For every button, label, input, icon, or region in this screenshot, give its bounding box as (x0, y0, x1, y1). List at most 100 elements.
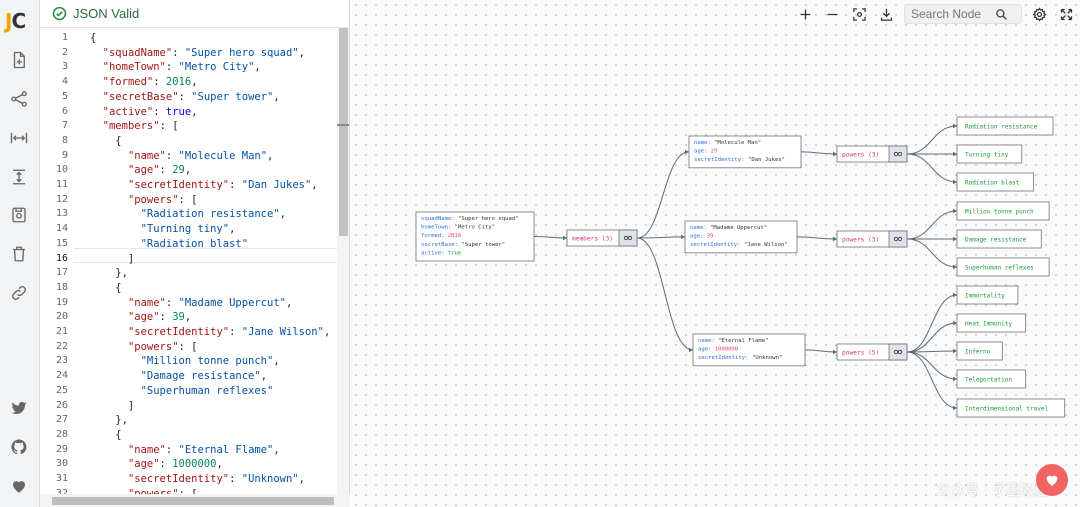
code-token: "secretIdentity" (127, 473, 230, 485)
sidebar: JC (0, 0, 40, 507)
node-key: formed: (421, 233, 445, 239)
leaf-label: Damage resistance (965, 237, 1027, 244)
link-icon (623, 235, 633, 241)
code-token: : (153, 76, 166, 89)
horizontal-scrollbar[interactable] (40, 494, 350, 507)
current-line-highlight (74, 248, 350, 263)
edge-arrow (563, 235, 567, 241)
code-token: "Radiation blast" (140, 237, 249, 250)
sponsor-link[interactable] (8, 475, 30, 497)
graph-view-button[interactable] (8, 88, 30, 110)
member-node: name:"Madame Uppercut"age:39secretIdenti… (684, 220, 798, 254)
line-number: 30 (55, 458, 68, 470)
line-number: 25 (55, 384, 68, 396)
code-token: { (90, 32, 97, 44)
code-token: : (229, 473, 242, 485)
code-line: "secretBase": "Super tower", (90, 90, 280, 105)
code-token (90, 91, 103, 103)
code-line: "homeTown": "Metro City", (90, 60, 261, 75)
edge-arrow (953, 405, 957, 411)
code-line: "powers": [ (90, 487, 198, 494)
center-view-button[interactable] (846, 0, 873, 28)
node-value: "Madame Uppercut" (710, 225, 767, 231)
code-line: "members": [ (90, 119, 179, 134)
node-key: name: (690, 225, 707, 231)
download-button[interactable] (873, 0, 900, 28)
clear-button[interactable] (8, 243, 30, 265)
graph-edge (804, 349, 838, 353)
node-key: secretIdentity: (698, 355, 749, 361)
graph-canvas[interactable]: squadName:"Super hero squad"homeTown:"Me… (351, 0, 1080, 507)
code-line: "powers": [ (90, 340, 198, 355)
power-leaf-node: Interdimensional travel (956, 398, 1066, 418)
new-file-button[interactable] (8, 49, 30, 71)
github-link[interactable] (8, 436, 30, 458)
expand-nodes-button[interactable] (8, 127, 30, 149)
line-number: 2 (61, 46, 68, 58)
code-token: "homeTown" (102, 61, 166, 74)
code-token: }, (90, 414, 128, 427)
line-number: 11 (55, 179, 68, 190)
code-line: "Radiation blast" (90, 237, 248, 252)
code-token (90, 76, 103, 88)
code-token: : (159, 311, 173, 324)
vertical-scrollbar-thumb[interactable] (339, 28, 348, 236)
search-node-box (904, 4, 1022, 24)
twitter-link[interactable] (8, 397, 30, 419)
edge-arrow (953, 236, 957, 242)
zoom-in-icon (800, 9, 811, 19)
fullscreen-button[interactable] (1053, 0, 1080, 28)
vertical-scrollbar[interactable] (337, 28, 349, 494)
code-token: "Metro City" (178, 61, 255, 74)
code-token (90, 473, 128, 485)
line-number: 4 (61, 76, 68, 88)
code-line: "name": "Eternal Flame", (90, 443, 280, 458)
zoom-out-button[interactable] (819, 0, 846, 28)
collapse-nodes-button[interactable] (8, 166, 30, 188)
like-button[interactable] (1036, 464, 1068, 496)
logo-letter-c: C (11, 9, 26, 33)
code-line: "secretIdentity": "Dan Jukes", (90, 178, 318, 193)
node-key: squadName: (421, 216, 455, 222)
leaf-label: Teleportation (965, 377, 1012, 384)
graph-edge (906, 351, 958, 380)
code-token (90, 355, 141, 367)
edge-arrow (953, 320, 957, 326)
members-node: members (3) (566, 229, 638, 247)
graph-toolbar (792, 0, 1080, 28)
share-link-button[interactable] (8, 282, 30, 304)
code-token: "Molecule Man" (178, 149, 268, 162)
code-line: "powers": [ (90, 193, 198, 208)
code-token (90, 179, 128, 191)
node-value: 1000000 (715, 347, 739, 353)
graph-edge (796, 236, 838, 240)
line-number: 15 (55, 237, 68, 249)
edge-arrow (953, 264, 957, 270)
check-circle-icon (52, 6, 67, 21)
download-icon (880, 8, 893, 21)
code-token: , (254, 61, 261, 74)
app-logo[interactable]: JC (5, 9, 26, 33)
search-node-input[interactable] (905, 7, 995, 21)
edge-arrow (833, 151, 837, 157)
line-number: 19 (55, 296, 68, 308)
node-key: homeTown: (421, 225, 451, 231)
settings-button[interactable] (1026, 0, 1053, 28)
code-line: ] (90, 252, 134, 267)
search-icon[interactable] (995, 8, 1008, 21)
heart-icon (1046, 475, 1058, 486)
save-button[interactable] (8, 204, 30, 226)
code-token (90, 341, 128, 353)
code-area[interactable]: { "squadName": "Super hero squad", "home… (74, 28, 338, 494)
code-token: : (159, 164, 173, 177)
link-icon-ring (623, 235, 629, 241)
node-box (692, 333, 806, 367)
link-icon-ring (627, 235, 633, 241)
powers-node: powers (5) (836, 343, 908, 361)
code-token (90, 194, 128, 206)
code-token: "Unknown" (241, 473, 299, 485)
code-token: }, (90, 267, 128, 280)
zoom-in-button[interactable] (792, 0, 819, 28)
line-number: 24 (55, 370, 68, 382)
horizontal-scrollbar-thumb[interactable] (52, 497, 334, 505)
